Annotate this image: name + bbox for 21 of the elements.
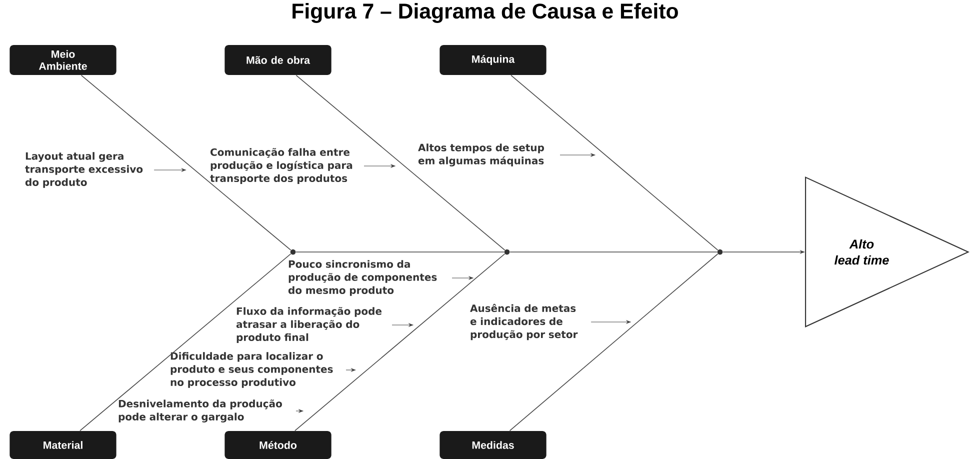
cause-text: Altos tempos de setup em algumas máquinas bbox=[418, 144, 544, 166]
cause-text: Desnivelamento da produção pode alterar o gargalo bbox=[118, 400, 282, 422]
cause-text: Comunicação falha entre produção e logística para transporte dos produtos bbox=[210, 148, 352, 184]
category-box: Medidas bbox=[440, 431, 546, 459]
cause-text: Ausência de metas e indicadores de produção por setor bbox=[470, 304, 578, 340]
bone-line bbox=[509, 253, 718, 432]
bone-line bbox=[80, 253, 292, 432]
category-box: Método bbox=[224, 431, 332, 459]
category-box: Meio Ambiente bbox=[10, 45, 116, 75]
cause-text: Fluxo da informação pode atrasar a liberação do produto final bbox=[236, 307, 382, 343]
cause-text: Layout atual gera transporte excessivo do produto bbox=[25, 152, 143, 188]
category-box: Máquina bbox=[440, 45, 546, 75]
bone-line bbox=[510, 74, 718, 250]
bone-line bbox=[296, 74, 506, 250]
cause-text: Pouco sincronismo da produção de componentes do mesmo produto bbox=[288, 260, 437, 296]
bone-line bbox=[80, 74, 292, 251]
bone-line bbox=[294, 253, 506, 432]
cause-text: Dificuldade para localizar o produto e seus componentes no processo produtivo bbox=[170, 352, 333, 388]
category-box: Mão de obra bbox=[224, 45, 332, 75]
category-box: Material bbox=[10, 431, 116, 459]
title: Figura 7 – Diagrama de Causa e Efeito bbox=[292, 3, 678, 23]
